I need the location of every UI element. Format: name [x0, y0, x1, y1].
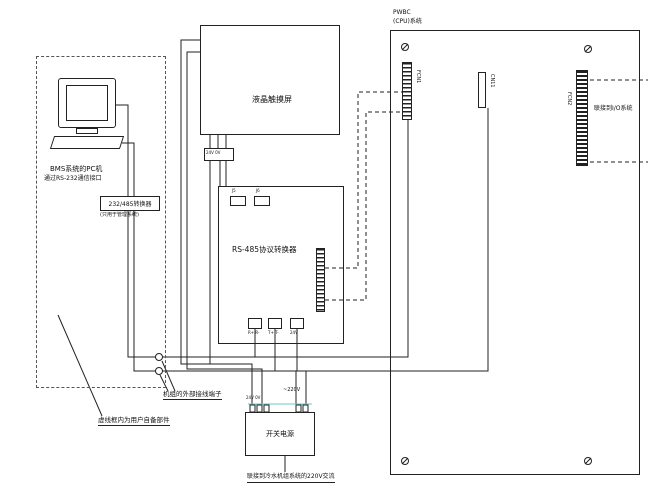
- pc-subtitle: 通过RS-232通信接口: [44, 175, 102, 182]
- pc-title: BMS系统的PC机: [50, 165, 103, 173]
- rs485-port3-block: [290, 318, 304, 329]
- wire: [162, 108, 489, 372]
- rs485-jumper2-block: [254, 196, 270, 206]
- rs485-jumper1-label: J5: [232, 188, 236, 193]
- dashed-wire: [325, 111, 402, 301]
- pwbc-left-connector: [402, 62, 412, 120]
- converter-232-485-box: 232/485转换器: [100, 196, 160, 211]
- terminal-circle: [155, 353, 163, 361]
- pc-monitor-stand: [76, 128, 98, 134]
- power-ac-label: ~220V: [283, 387, 301, 393]
- mounting-hole-icon: [401, 457, 409, 465]
- rs485-jumper1-block: [230, 196, 246, 206]
- annotation-ac-source: 联接到冷水机组系统的220V交流: [247, 473, 335, 483]
- converter-label: 232/485转换器: [108, 201, 152, 208]
- power-terminal: [302, 404, 309, 413]
- dashed-wire: [325, 91, 402, 269]
- wire: [133, 211, 156, 372]
- pwbc-title-line1: PWBC: [393, 9, 411, 16]
- mounting-hole-icon: [584, 45, 592, 53]
- power-supply-box: 开关电源: [245, 412, 315, 456]
- rs485-port1-block: [248, 318, 262, 329]
- power-terminal: [295, 404, 302, 413]
- terminal-circle: [155, 367, 163, 375]
- pwbc-cn11-connector: [478, 72, 486, 108]
- pwbc-left-connector-label: FCN1: [414, 70, 421, 84]
- power-terminal: [249, 404, 256, 413]
- rs485-port1-label: R+ R-: [248, 330, 260, 335]
- leader-line: [159, 374, 169, 392]
- pc-keyboard: [49, 136, 125, 149]
- wire: [127, 211, 156, 358]
- rs485-jumper2-label: J6: [256, 188, 260, 193]
- power-terminal: [263, 404, 270, 413]
- mounting-hole-icon: [401, 43, 409, 51]
- pwbc-io-note: 联接到I/O系统: [594, 105, 633, 112]
- wire: [186, 51, 263, 405]
- rs485-port2-block: [268, 318, 282, 329]
- rs485-port2-label: T+ T-: [268, 330, 279, 335]
- wire: [180, 39, 253, 405]
- touchscreen-box: [200, 25, 340, 135]
- rs485-label: RS-485协议转换器: [232, 245, 297, 254]
- pwbc-title-line2: (CPU)系统: [393, 18, 422, 25]
- pwbc-cn11-label: CN11: [488, 74, 495, 88]
- wire: [162, 120, 409, 358]
- wire: [116, 104, 129, 196]
- converter-note: (只用于管理系统): [100, 212, 139, 218]
- leader-line: [161, 360, 176, 392]
- power-terminal: [256, 404, 263, 413]
- touchscreen-label: 液晶触摸屏: [252, 95, 292, 104]
- annotation-terminals: 机组的外部接线端子: [163, 390, 222, 401]
- power-label: 开关电源: [266, 430, 294, 438]
- power-dc-label: 24V 0V: [246, 395, 261, 400]
- annotation-user-parts: 虚线框内为用户自备部件: [98, 416, 170, 427]
- pc-monitor-screen: [66, 85, 108, 121]
- pwbc-right-connector: [576, 70, 588, 166]
- pwbc-board-box: [390, 30, 640, 475]
- rs485-converter-box: [218, 186, 344, 344]
- rs485-pin-strip: [316, 248, 325, 312]
- leader-line: [57, 314, 103, 417]
- touchscreen-terminal-label: 24V 0V: [206, 150, 221, 155]
- pwbc-right-connector-label: FCN2: [565, 92, 572, 106]
- mounting-hole-icon: [584, 457, 592, 465]
- rs485-port3-label: 24V: [290, 330, 298, 335]
- user-supplied-dashed-box: [36, 56, 166, 388]
- touchscreen-terminal-block: [204, 148, 234, 161]
- wire: [122, 142, 135, 196]
